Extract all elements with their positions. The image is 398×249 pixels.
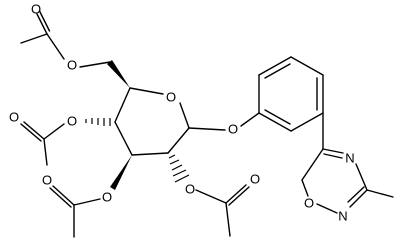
c4-carbonyl-oxygen-label: O	[9, 110, 19, 125]
benzene-ring	[258, 56, 324, 132]
c4-hashed-bond	[85, 118, 111, 126]
oxadiazole-ring	[301, 148, 394, 214]
c3-wedge-bond	[110, 155, 132, 190]
c6-acetate	[20, 10, 111, 68]
ring-oxygen-label: O	[166, 90, 176, 105]
aryl-ether-bond	[240, 112, 260, 127]
c6-carbonyl-oxygen-label: O	[31, 2, 41, 17]
c2-acetate	[195, 184, 250, 237]
c3-acetate	[49, 185, 101, 238]
glycosidic-oxygen-label: O	[228, 122, 238, 137]
pyranose-ring	[114, 87, 190, 156]
c4-acetate	[20, 121, 65, 166]
c2-ester-oxygen-label: O	[185, 182, 195, 197]
c5-c6-wedge-bond	[107, 60, 130, 88]
c3-ester-oxygen-label: O	[102, 190, 112, 205]
oxadiazole-n4-label: N	[345, 151, 354, 166]
glycosidic-bond	[188, 127, 226, 131]
oxadiazole-n2-label: N	[338, 209, 347, 224]
c2-hashed-bond	[168, 154, 190, 183]
c2-carbonyl-oxygen-label: O	[250, 172, 260, 187]
oxadiazole-o1-label: O	[304, 196, 314, 211]
c3-carbonyl-oxygen-label: O	[42, 173, 52, 188]
c6-ester-oxygen-label: O	[67, 58, 77, 73]
c4-ester-oxygen-label: O	[67, 114, 77, 129]
